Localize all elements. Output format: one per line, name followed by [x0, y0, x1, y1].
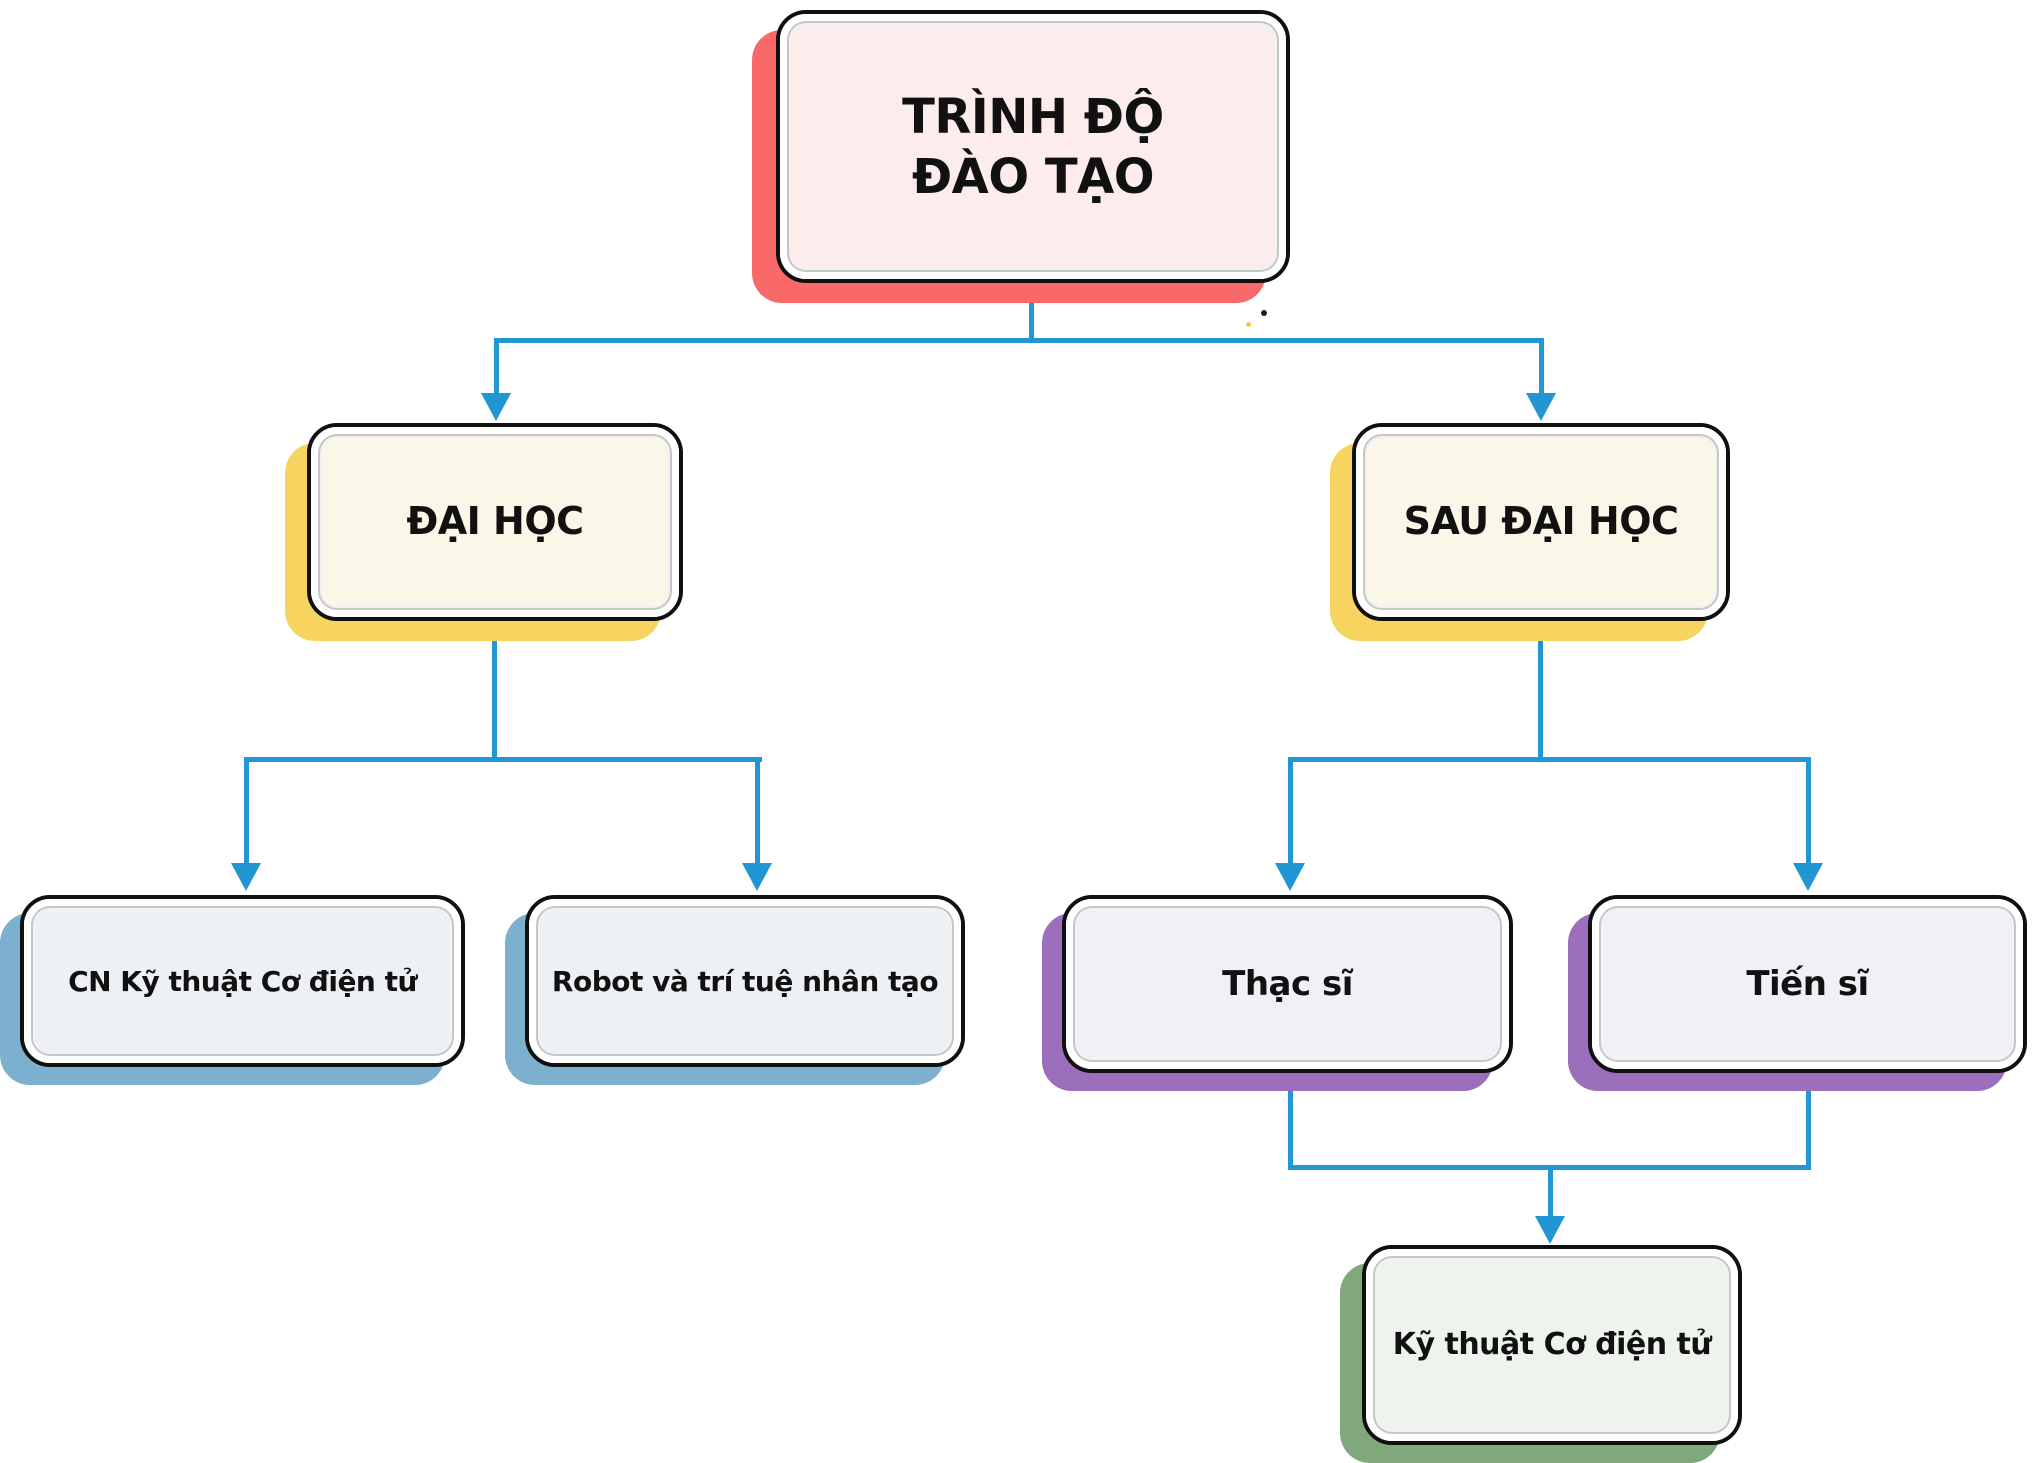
edge-root-split-horizontal — [494, 338, 1544, 343]
edge-saudaihoc-split-stem — [1538, 610, 1543, 762]
edge-daihoc-cn-arrowhead — [231, 863, 261, 891]
edge-root-saudaihoc-arrowhead — [1526, 393, 1556, 421]
edge-saudaihoc-tiensi-arrowhead — [1793, 863, 1823, 891]
edge-root-daihoc-arrowhead — [481, 393, 511, 421]
stray-dot-yellow — [1246, 322, 1251, 327]
edge-root-saudaihoc-stem — [1539, 338, 1544, 395]
stray-dot-black — [1261, 310, 1267, 316]
node-label: ĐẠI HỌC — [406, 499, 584, 544]
node-label: Tiến sĩ — [1746, 963, 1869, 1004]
edge-daihoc-robot-arrowhead — [742, 863, 772, 891]
edge-thacsi-merge-stem — [1288, 1065, 1293, 1170]
node-cn-ky-thuat-co-dien-tu: CN Kỹ thuật Cơ điện tử — [20, 895, 465, 1067]
edge-merge-kythuat-stem — [1548, 1165, 1553, 1220]
node-robot-va-tri-tue-nhan-tao: Robot và trí tuệ nhân tạo — [525, 895, 965, 1067]
node-dai-hoc: ĐẠI HỌC — [307, 423, 683, 621]
edge-daihoc-robot-stem — [755, 757, 760, 865]
edge-daihoc-split-stem — [492, 610, 497, 762]
node-label: Robot và trí tuệ nhân tạo — [551, 964, 939, 998]
edge-root-split-stem — [1029, 280, 1034, 343]
node-label: Kỹ thuật Cơ điện tử — [1392, 1327, 1712, 1363]
edge-root-daihoc-stem — [494, 338, 499, 395]
node-label-line2: ĐÀO TẠO — [911, 148, 1155, 205]
edge-saudaihoc-tiensi-stem — [1806, 757, 1811, 865]
edge-tiensi-merge-stem — [1806, 1065, 1811, 1170]
node-label: CN Kỹ thuật Cơ điện tử — [68, 964, 417, 998]
edge-saudaihoc-thacsi-arrowhead — [1275, 863, 1305, 891]
edge-daihoc-split-horizontal — [244, 757, 762, 762]
node-label: SAU ĐẠI HỌC — [1403, 499, 1679, 544]
edge-daihoc-cn-stem — [244, 757, 249, 865]
edge-merge-kythuat-arrowhead — [1535, 1216, 1565, 1244]
edge-saudaihoc-split-horizontal — [1288, 757, 1811, 762]
node-sau-dai-hoc: SAU ĐẠI HỌC — [1352, 423, 1730, 621]
node-ky-thuat-co-dien-tu: Kỹ thuật Cơ điện tử — [1362, 1245, 1742, 1445]
node-thac-si: Thạc sĩ — [1062, 895, 1513, 1073]
node-tien-si: Tiến sĩ — [1588, 895, 2027, 1073]
edge-saudaihoc-thacsi-stem — [1288, 757, 1293, 865]
node-label: Thạc sĩ — [1222, 963, 1353, 1004]
node-label-line1: TRÌNH ĐỘ — [902, 88, 1164, 145]
